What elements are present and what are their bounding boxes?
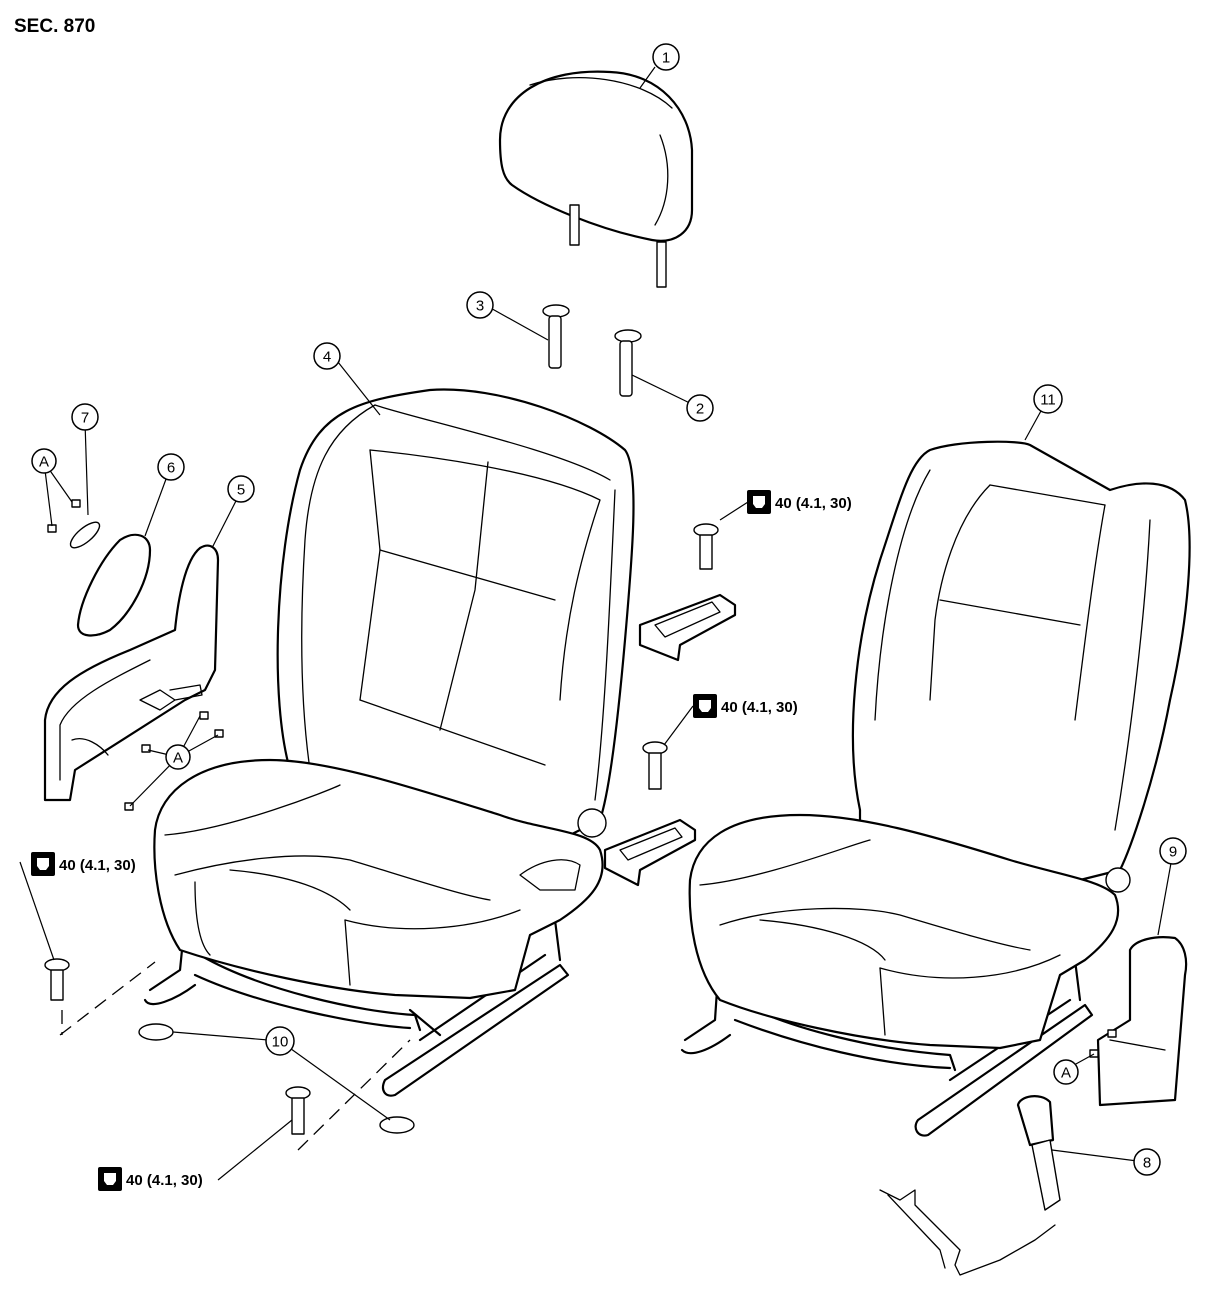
svg-text:40 (4.1, 30): 40 (4.1, 30) — [775, 495, 852, 512]
screws-A-left — [47, 499, 224, 811]
svg-text:11: 11 — [1040, 392, 1056, 409]
svg-text:8: 8 — [1143, 1155, 1151, 1172]
clip-7 — [69, 521, 101, 549]
rail-bracket-lower — [603, 818, 697, 887]
svg-text:2: 2 — [696, 401, 704, 418]
svg-text:40 (4.1, 30): 40 (4.1, 30) — [721, 699, 798, 716]
bolt-left — [44, 958, 70, 1001]
svg-text:A: A — [173, 750, 183, 767]
torque-label-1: 40 (4.1, 30) — [747, 490, 852, 514]
section-label: SEC. 870 — [14, 16, 95, 37]
callout-A-3: A — [1053, 1059, 1079, 1085]
svg-text:A: A — [1061, 1065, 1071, 1082]
callout-4: 4 — [313, 342, 341, 370]
headrest-guide-2 — [614, 329, 642, 397]
bolt-bottom — [285, 1086, 311, 1135]
svg-text:40 (4.1, 30): 40 (4.1, 30) — [59, 857, 136, 874]
svg-text:40 (4.1, 30): 40 (4.1, 30) — [126, 1172, 203, 1189]
screws-A-right — [1089, 1029, 1117, 1058]
bolt-middle-right — [642, 741, 668, 790]
leader-lines — [19, 66, 1174, 1181]
svg-text:10: 10 — [272, 1034, 289, 1051]
knob-cover-6 — [76, 533, 152, 637]
svg-text:A: A — [39, 454, 49, 471]
callout-11: 11 — [1033, 384, 1063, 414]
svg-text:5: 5 — [237, 482, 245, 499]
torque-label-4: 40 (4.1, 30) — [98, 1167, 203, 1191]
callout-8: 8 — [1133, 1148, 1161, 1176]
side-cover-5 — [43, 544, 220, 802]
torque-label-3: 40 (4.1, 30) — [31, 852, 136, 876]
seat-assembly-right — [680, 440, 1191, 1137]
callout-5: 5 — [227, 475, 255, 503]
svg-text:4: 4 — [323, 349, 331, 366]
headrest-guide-3 — [542, 304, 570, 369]
headrest-part — [498, 70, 694, 288]
callout-1: 1 — [652, 43, 680, 71]
callout-2: 2 — [686, 394, 714, 422]
svg-text:7: 7 — [81, 410, 89, 427]
callout-3: 3 — [466, 291, 494, 319]
callout-A-2: A — [165, 744, 191, 770]
torque-label-2: 40 (4.1, 30) — [693, 694, 798, 718]
washer-10a — [138, 1023, 174, 1041]
seat-assembly-left — [143, 388, 635, 1097]
callout-10: 10 — [265, 1026, 295, 1056]
seat-belt-buckle-8 — [879, 1095, 1061, 1276]
svg-text:3: 3 — [476, 298, 484, 315]
svg-text:6: 6 — [167, 460, 175, 477]
callout-A-1: A — [31, 448, 57, 474]
rail-bracket-upper — [638, 593, 737, 662]
callout-9: 9 — [1159, 837, 1187, 865]
callout-7: 7 — [71, 403, 99, 431]
side-cover-9 — [1096, 936, 1188, 1107]
bolt-upper-right — [693, 523, 719, 570]
washer-10b — [379, 1116, 415, 1134]
svg-text:9: 9 — [1169, 844, 1177, 861]
svg-text:1: 1 — [662, 50, 670, 67]
callout-6: 6 — [157, 453, 185, 481]
